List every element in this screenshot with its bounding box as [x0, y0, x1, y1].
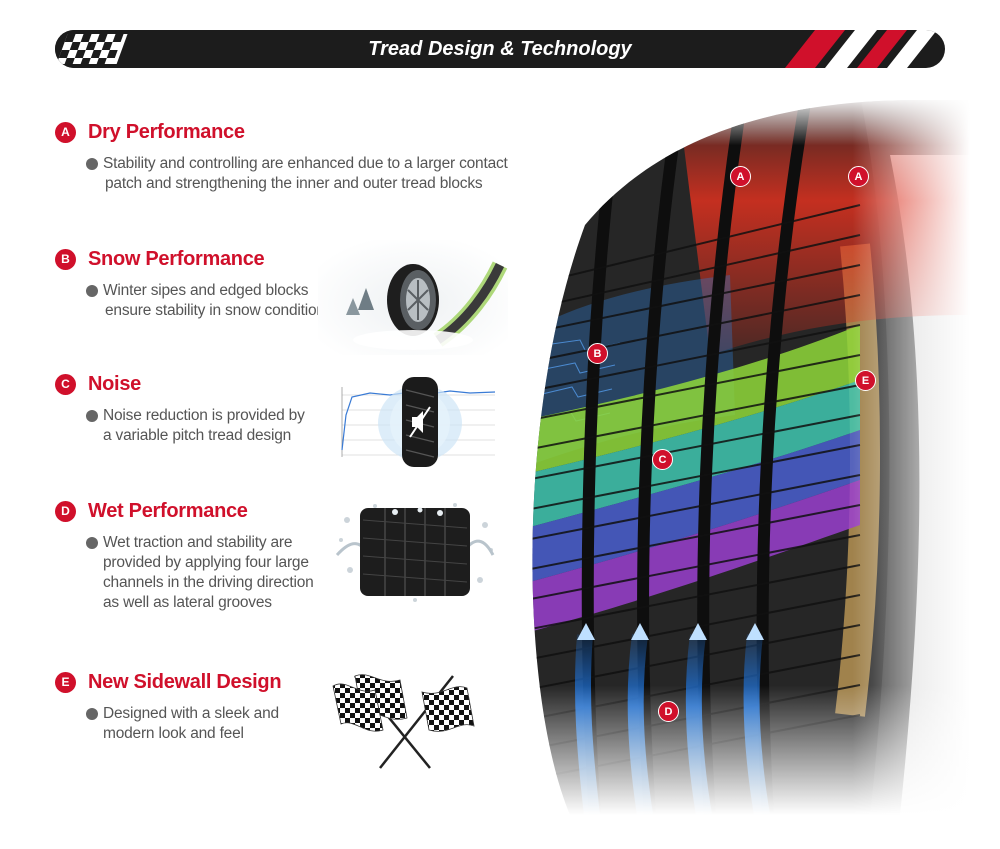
bullet-icon	[86, 158, 98, 170]
description-line: Winter sipes and edged blocks	[103, 282, 309, 299]
description-line: Stability and controlling are enhanced d…	[103, 155, 508, 172]
description-line: channels in the driving direction	[103, 574, 314, 591]
description-line: modern look and feel	[103, 725, 244, 742]
description-line: a variable pitch tread design	[103, 427, 292, 444]
feature-badge: A	[55, 121, 76, 143]
snow-tire-image	[318, 240, 508, 355]
description-line: Designed with a sleek and	[103, 705, 279, 722]
crossed-checkered-flags-icon	[332, 674, 475, 769]
feature-title: New Sidewall Design	[88, 670, 282, 693]
description-line: patch and strengthening the inner and ou…	[105, 175, 483, 192]
racing-stripes-decoration	[785, 30, 937, 68]
feature-badge: D	[55, 500, 76, 522]
tire-tread-illustration: A A B C D E	[500, 95, 970, 815]
tire-marker-e: E	[855, 370, 876, 391]
feature-snow-performance: B Snow Performance Winter sipes and edge…	[55, 245, 333, 321]
header-banner: Tread Design & Technology	[55, 30, 945, 68]
tire-marker-b: B	[587, 343, 608, 364]
bullet-icon	[86, 285, 98, 297]
tire-marker-c: C	[652, 449, 673, 470]
bullet-icon	[86, 708, 98, 720]
feature-title: Dry Performance	[88, 120, 245, 143]
feature-badge: C	[55, 373, 76, 395]
description-line: provided by applying four large	[103, 554, 309, 571]
checkered-flag-icon	[55, 30, 165, 68]
description-line: Wet traction and stability are	[103, 534, 293, 551]
wet-tire-image	[335, 500, 495, 605]
tire-marker-a: A	[848, 166, 869, 187]
feature-description: Wet traction and stability are provided …	[86, 533, 314, 613]
feature-badge: B	[55, 248, 76, 270]
feature-dry-performance: A Dry Performance Stability and controll…	[55, 118, 508, 194]
feature-description: Designed with a sleek and modern look an…	[86, 704, 281, 744]
feature-description: Winter sipes and edged blocks ensure sta…	[86, 281, 333, 321]
feature-title: Wet Performance	[88, 499, 248, 522]
tire-marker-d: D	[658, 701, 679, 722]
feature-title: Noise	[88, 372, 141, 395]
description-line: ensure stability in snow conditions	[105, 302, 333, 319]
feature-title: Snow Performance	[88, 247, 265, 270]
feature-new-sidewall-design: E New Sidewall Design Designed with a sl…	[55, 668, 282, 744]
noise-chart-image	[330, 375, 500, 470]
description-line: Noise reduction is provided by	[103, 407, 305, 424]
page-title: Tread Design & Technology	[368, 38, 632, 60]
tire-image	[500, 95, 970, 815]
bullet-icon	[86, 410, 98, 422]
feature-noise: C Noise Noise reduction is provided by a…	[55, 370, 305, 446]
description-line: as well as lateral grooves	[103, 594, 272, 611]
tire-marker-a: A	[730, 166, 751, 187]
feature-description: Stability and controlling are enhanced d…	[86, 154, 508, 194]
feature-description: Noise reduction is provided by a variabl…	[86, 406, 305, 446]
bullet-icon	[86, 537, 98, 549]
sound-muted-icon	[409, 406, 431, 438]
feature-wet-performance: D Wet Performance Wet traction and stabi…	[55, 497, 314, 613]
feature-badge: E	[55, 671, 76, 693]
